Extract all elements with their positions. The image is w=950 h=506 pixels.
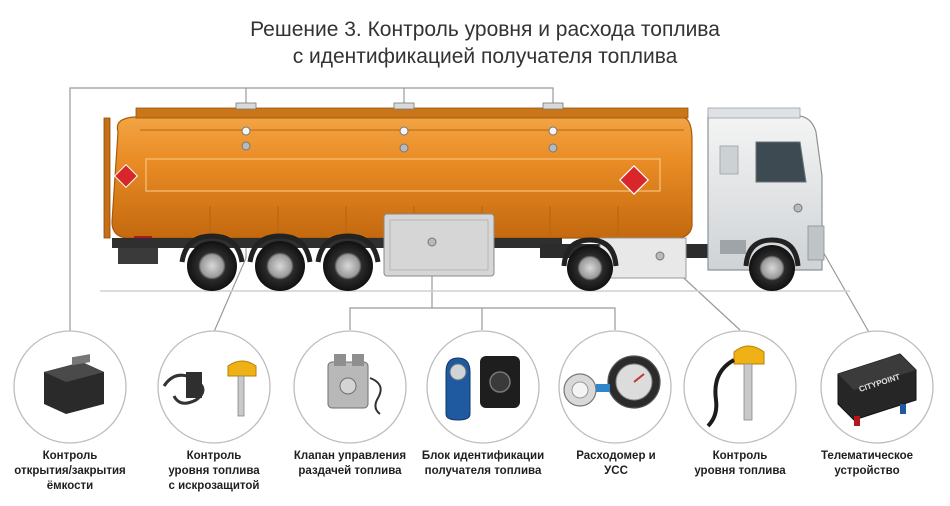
caption-valve: Клапан управления раздачей топлива [275, 449, 425, 479]
caption-line: открытия/закрытия [14, 465, 126, 477]
title-line-1: Решение 3. Контроль уровня и расхода топ… [250, 18, 720, 41]
flowmeter-icon [563, 355, 661, 409]
trailer-wheels [179, 233, 381, 291]
page-title: Решение 3. Контроль уровня и расхода топ… [185, 16, 785, 70]
identification-key-icon [445, 356, 520, 421]
caption-line: с искрозащитой [168, 480, 260, 492]
component-circles [13, 330, 934, 444]
caption-line: Расходомер и [576, 450, 656, 462]
caption-level: Контроль уровня топлива [665, 449, 815, 479]
caption-line: уровня топлива [168, 465, 260, 477]
tank-hatches [235, 102, 564, 110]
circle-level-spark [157, 330, 271, 444]
caption-line: Телематическое [820, 450, 914, 462]
fuel-tank-trailer [103, 102, 693, 277]
caption-line: Контроль [712, 450, 768, 462]
level-sensor-icon [706, 345, 765, 428]
hazard-sign-front [619, 165, 649, 195]
caption-line: Контроль [186, 450, 242, 462]
lid-sensor-icon [44, 354, 104, 414]
hazard-sign-rear [113, 163, 139, 189]
telematics-device-icon: CITYPOINT [837, 353, 917, 426]
caption-level-spark: Контроль уровня топлива с искрозащитой [139, 449, 289, 494]
caption-lid-control: Контроль открытия/закрытия ёмкости [0, 449, 145, 494]
caption-id-unit: Блок идентификации получателя топлива [408, 449, 558, 479]
sensor-points [241, 126, 558, 153]
tractor-wheels [561, 237, 801, 291]
caption-line: получателя топлива [424, 465, 542, 477]
caption-line: уровня топлива [694, 465, 786, 477]
caption-line: Клапан управления [293, 450, 407, 462]
line-flow-group [432, 307, 616, 330]
circle-level [683, 330, 797, 444]
line-lid-control [69, 87, 554, 334]
caption-line: Контроль [42, 450, 98, 462]
caption-line: устройство [834, 465, 900, 477]
caption-line: Блок идентификации [421, 450, 545, 462]
caption-line: раздачей топлива [298, 465, 402, 477]
equipment-cabinet [383, 213, 495, 277]
dispensing-valve-icon [327, 354, 382, 415]
caption-line: ёмкости [46, 480, 94, 492]
title-line-2: с идентификацией получателя топлива [292, 45, 678, 68]
caption-telematics: Телематическое устройство [792, 449, 942, 479]
caption-line: УСС [604, 465, 628, 477]
spark-protected-level-sensor-icon [162, 360, 257, 417]
truck-tractor [540, 107, 825, 279]
caption-flowmeter: Расходомер и УСС [541, 449, 691, 479]
